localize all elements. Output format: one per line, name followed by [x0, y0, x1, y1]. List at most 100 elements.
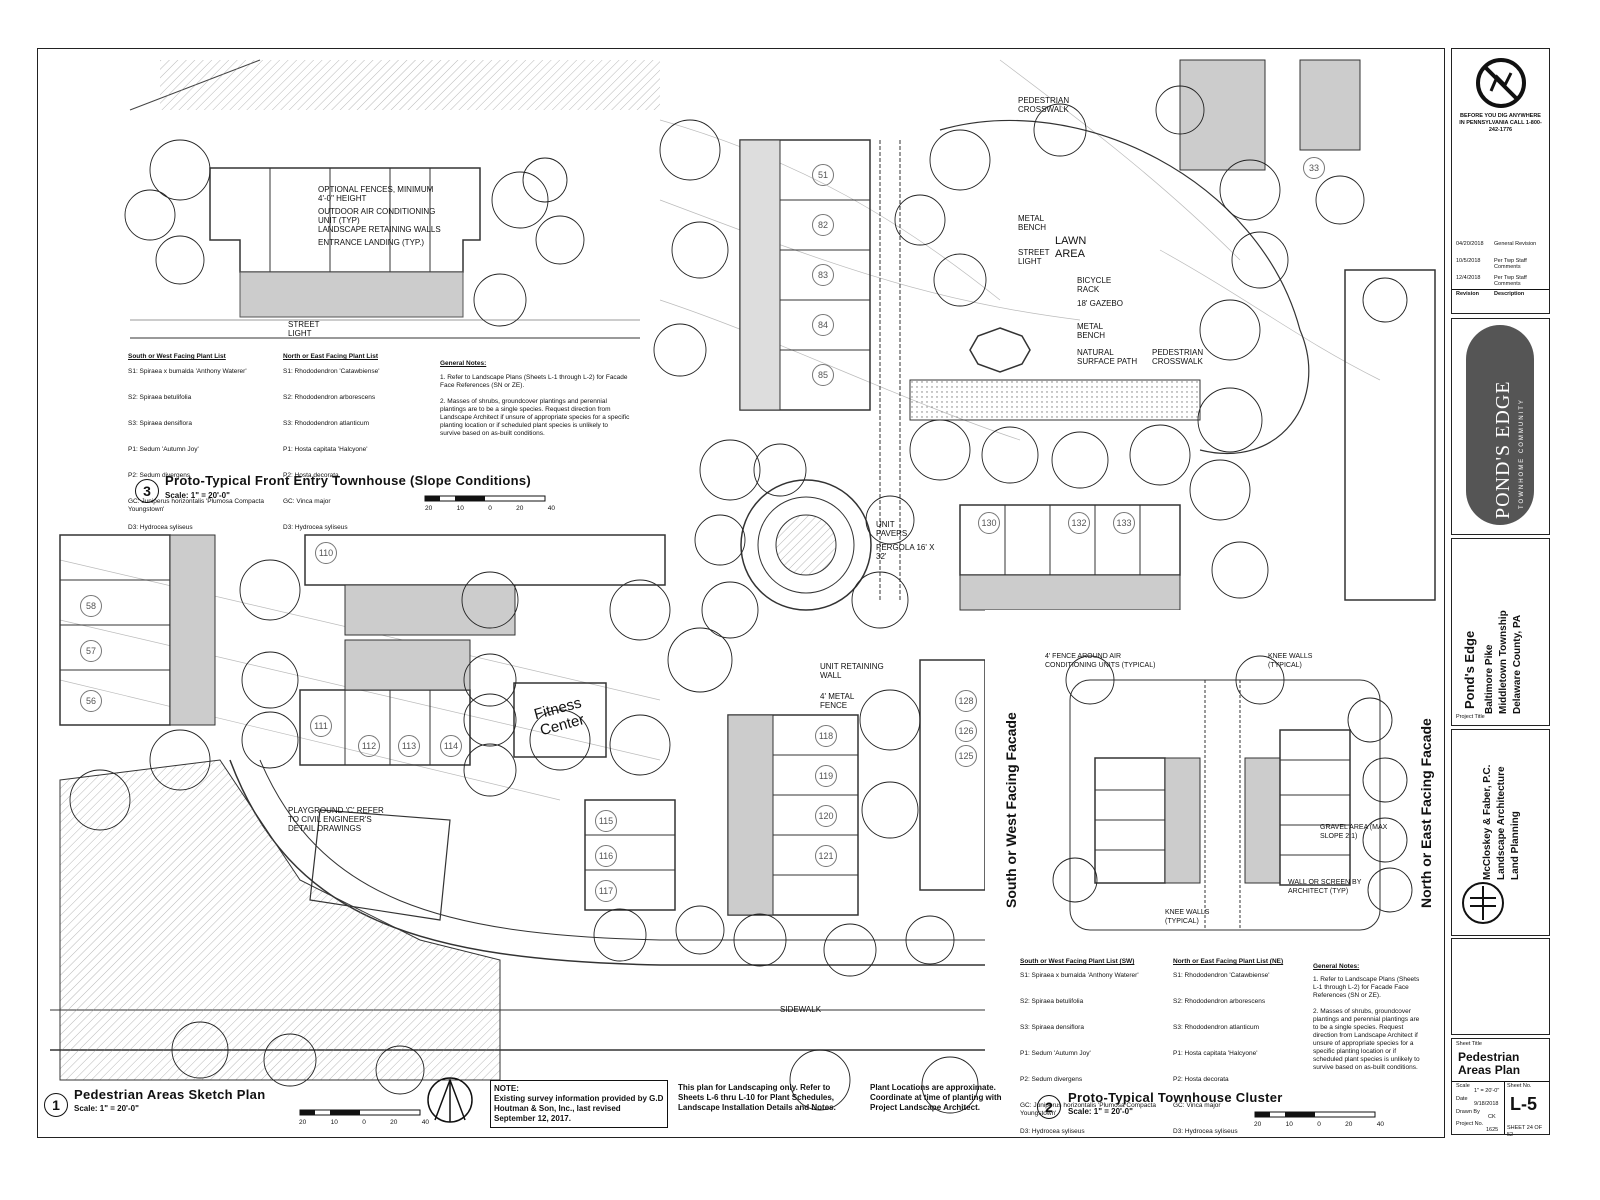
lot-number: 117 — [595, 880, 617, 902]
cluster-callout-fence: 4' FENCE AROUND AIR CONDITIONING UNITS (… — [1045, 653, 1156, 669]
plant-item: S3: Spiraea densiflora — [1020, 1024, 1084, 1031]
sheet-number: L-5 — [1510, 1094, 1537, 1114]
plant-item: S2: Rhododendron arborescens — [283, 394, 376, 401]
callout-playground: PLAYGROUND 'C' REFER TO CIVIL ENGINEER'S… — [288, 806, 384, 833]
revision-table: 04/20/2018 General Revision 10/5/2018 Pe… — [1452, 239, 1549, 313]
plan-number-2: 2 — [1037, 1095, 1061, 1119]
plant-item: S2: Rhododendron arborescens — [1173, 998, 1266, 1005]
slope-callout-fence: OPTIONAL FENCES, MINIMUM 4'-0" HEIGHT — [318, 185, 434, 203]
slope-callout-light: STREET LIGHT — [288, 320, 320, 338]
pa-one-call-icon — [1476, 58, 1526, 108]
lot-number: 56 — [80, 690, 102, 712]
lot-number: 83 — [812, 264, 834, 286]
title-block-dig: BEFORE YOU DIG ANYWHERE IN PENNSYLVANIA … — [1451, 48, 1550, 314]
revision-desc: Per Twp Staff Comments — [1494, 275, 1527, 287]
scale-bar-2 — [1254, 1111, 1376, 1118]
plant-item: S1: Rhododendron 'Catawbiense' — [283, 368, 380, 375]
dig-note: BEFORE YOU DIG ANYWHERE IN PENNSYLVANIA … — [1459, 113, 1542, 133]
callout-metal-bench-2: METAL BENCH — [1077, 322, 1106, 340]
drawing-sheet — [37, 48, 1445, 1138]
callout-metal-bench: METAL BENCH — [1018, 214, 1047, 232]
lot-number: 84 — [812, 314, 834, 336]
project-addr-line: Baltimore Pike — [1484, 644, 1495, 714]
slope-callout-walls: LANDSCAPE RETAINING WALLS — [318, 225, 441, 234]
plant-item: D3: Hydrocea syliseus — [283, 524, 348, 531]
date-value: 9/18/2018 — [1474, 1101, 1499, 1107]
cluster-callout-gravel: GRAVEL AREA (MAX SLOPE 2:1) — [1320, 824, 1388, 840]
firm-line: McCloskey & Faber, P.C. — [1482, 764, 1493, 880]
scale-bar-3 — [424, 495, 546, 502]
plan-number-3: 3 — [135, 479, 159, 503]
scale-tick: 20 — [1254, 1121, 1262, 1128]
cluster-general-note-1: 1. Refer to Landscape Plans (Sheets L-1 … — [1313, 976, 1420, 999]
lot-number: 113 — [398, 735, 420, 757]
title-block-blank — [1451, 938, 1550, 1035]
lot-number: 111 — [310, 715, 332, 737]
revision-date: 12/4/2018 — [1456, 275, 1481, 281]
description-header: Description — [1494, 291, 1525, 297]
scale-ticks-1: 20 10 0 20 40 — [299, 1119, 429, 1127]
plant-item: S1: Spiraea x bumalda 'Anthony Waterer' — [1020, 972, 1139, 979]
cluster-callout-wall: WALL OR SCREEN BY ARCHITECT (TYP) — [1288, 879, 1362, 895]
callout-pedestrian-crosswalk: PEDESTRIAN CROSSWALK — [1018, 96, 1070, 114]
title-block-firm: McCloskey & Faber, P.C. Landscape Archit… — [1451, 729, 1550, 936]
plant-item: S2: Spiraea betulifolia — [1020, 998, 1084, 1005]
plant-item: S3: Rhododendron atlanticum — [1173, 1024, 1260, 1031]
lot-number: 132 — [1068, 512, 1090, 534]
slope-sw-list: S1: Spiraea x bumalda 'Anthony Waterer' … — [128, 368, 278, 550]
title-block-sheet: Sheet Title Pedestrian Areas Plan Scale … — [1451, 1038, 1550, 1138]
callout-metal-fence: 4' METAL FENCE — [820, 692, 854, 710]
plant-item: P2: Sedum divergens — [128, 472, 191, 479]
cluster-sw-list: S1: Spiraea x bumalda 'Anthony Waterer' … — [1020, 972, 1165, 1154]
cluster-ne-list: S1: Rhododendron 'Catawbiense' S2: Rhodo… — [1173, 972, 1308, 1154]
plan-number-1: 1 — [44, 1093, 68, 1117]
scale-tick: 40 — [547, 505, 555, 512]
plant-item: S3: Rhododendron atlanticum — [283, 420, 370, 427]
logo-sub-text: TOWNHOME COMMUNITY — [1519, 398, 1525, 509]
callout-unit-retaining-wall: UNIT RETAINING WALL — [820, 662, 884, 680]
firm-logo-icon — [1462, 882, 1504, 924]
plant-item: D3: Hydrocea syliseus — [1020, 1128, 1085, 1135]
project-addr-line: Middletown Township — [1498, 610, 1509, 714]
plan-title-3: Proto-Typical Front Entry Townhouse (Slo… — [165, 473, 531, 488]
slope-ne-heading: North or East Facing Plant List — [283, 353, 378, 360]
scale-tick: 10 — [330, 1119, 338, 1126]
revision-header: Revision — [1456, 291, 1479, 297]
slope-general-note-2: 2. Masses of shrubs, groundcover plantin… — [440, 398, 630, 437]
lot-number: 133 — [1113, 512, 1135, 534]
plant-item: GC: Vinca major — [1173, 1102, 1221, 1109]
cluster-callout-knee-walls: KNEE WALLS (TYPICAL) — [1268, 653, 1313, 669]
lot-number: 115 — [595, 810, 617, 832]
lot-number: 120 — [815, 805, 837, 827]
lot-number: 116 — [595, 845, 617, 867]
scale-tick: 0 — [1317, 1121, 1321, 1128]
lot-number: 121 — [815, 845, 837, 867]
lot-number: 125 — [955, 745, 977, 767]
survey-note-box: NOTE: Existing survey information provid… — [490, 1080, 668, 1128]
project-no-label: Project No. — [1456, 1121, 1484, 1127]
lot-number: 128 — [955, 690, 977, 712]
callout-bicycle-rack: BICYCLE RACK — [1077, 276, 1112, 294]
survey-note: Existing survey information provided by … — [494, 1094, 664, 1123]
facade-left-label: South or West Facing Facade — [1003, 712, 1019, 908]
scale-tick: 20 — [1345, 1121, 1353, 1128]
scale-bar-1 — [299, 1109, 421, 1116]
north-arrow — [427, 1077, 473, 1123]
plant-item: GC: Vinca major — [283, 498, 331, 505]
landscaping-note: This plan for Landscaping only. Refer to… — [678, 1083, 836, 1112]
plan-scale-1: Scale: 1" = 20'-0" — [74, 1104, 139, 1113]
slope-general-heading: General Notes: — [440, 360, 487, 367]
lot-number: 114 — [440, 735, 462, 757]
scale-label: Scale — [1456, 1083, 1470, 1089]
plant-item: S1: Spiraea x bumalda 'Anthony Waterer' — [128, 368, 247, 375]
scale-value: 1" = 20'-0" — [1474, 1088, 1500, 1094]
cluster-callout-knee-walls-2: KNEE WALLS (TYPICAL) — [1165, 909, 1210, 925]
callout-unit-pavers: UNIT PAVERS — [876, 520, 908, 538]
scale-tick: 10 — [1285, 1121, 1293, 1128]
project-name: Pond's Edge — [1462, 630, 1477, 709]
plant-item: P1: Hosta capitata 'Halcyone' — [1173, 1050, 1258, 1057]
plant-item: D3: Hydrocea syliseus — [128, 524, 193, 531]
plant-location-note: Plant Locations are approximate. Coordin… — [870, 1083, 1002, 1112]
revision-desc: Per Twp Staff Comments — [1494, 258, 1527, 270]
